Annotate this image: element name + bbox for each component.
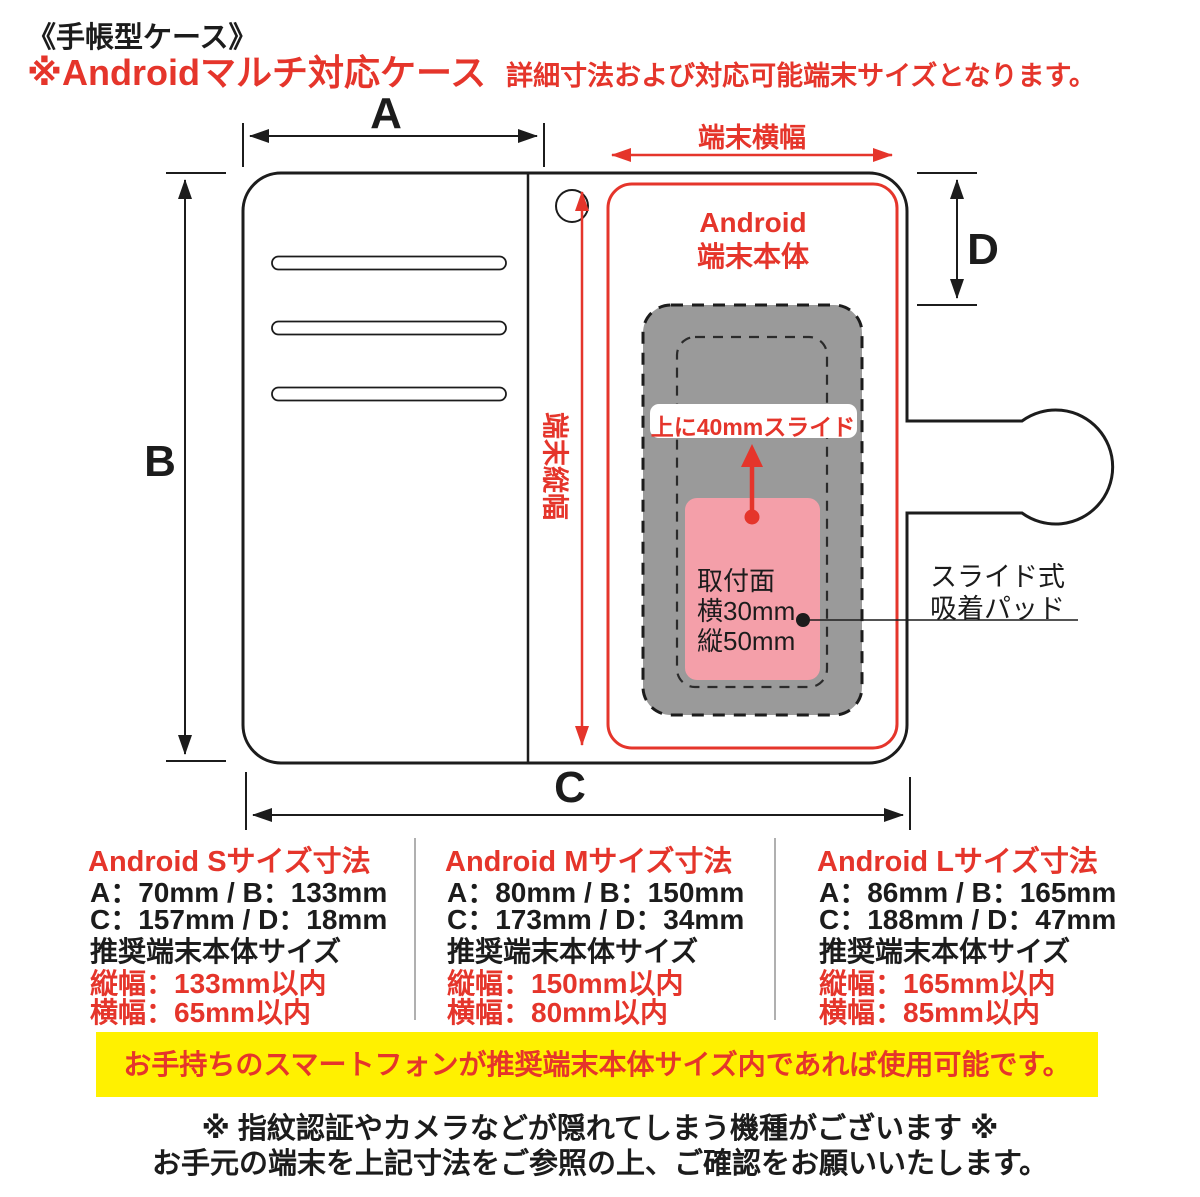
slide-instruction-label: 上に40mmスライド	[650, 414, 856, 440]
device-height-label: 端末縦幅	[539, 412, 570, 520]
dimension-b	[166, 172, 226, 762]
compatibility-banner: お手持ちのスマートフォンが推奨端末本体サイズ内であれば使用可能です。	[96, 1032, 1098, 1097]
size-l-dims-ab: A：86mm / B：165mm	[819, 877, 1117, 908]
size-l-heading: Android Lサイズ寸法	[817, 846, 1099, 878]
pad-callout	[796, 613, 1078, 627]
device-body-label: Android 端末本体	[697, 206, 809, 274]
dim-label-a: A	[370, 89, 402, 138]
header-row: ※Androidマルチ対応ケース 詳細寸法および対応可能端末サイズとなります。	[27, 44, 1096, 96]
size-s-height-limit: 縦幅：133mm以内	[90, 968, 327, 999]
slide-pad-line2: 吸着パッド	[930, 594, 1065, 624]
dim-label-c: C	[554, 763, 586, 812]
mount-pad	[685, 498, 820, 680]
size-m-dims-cd: C：173mm / D：34mm	[447, 904, 745, 935]
dim-label-b: B	[144, 437, 176, 486]
dimension-d	[917, 172, 977, 306]
mount-pad-line1: 取付面	[697, 566, 776, 596]
slide-arrow	[741, 444, 763, 525]
card-slot	[271, 386, 507, 402]
dimension-a	[242, 123, 545, 167]
size-m-dims-ab: A：80mm / B：150mm	[447, 877, 745, 908]
size-s-width-limit: 横幅：65mm以内	[90, 997, 311, 1028]
size-m-heading: Android Mサイズ寸法	[445, 846, 733, 878]
size-m-height-limit: 縦幅：150mm以内	[447, 968, 684, 999]
slide-pad-line1: スライド式	[930, 562, 1065, 592]
page-title: ※Androidマルチ対応ケース	[27, 52, 487, 93]
note-line-1: ※ 指紋認証やカメラなどが隠れてしまう機種がございます ※	[201, 1113, 999, 1145]
card-slot	[271, 320, 507, 336]
device-width-label: 端末横幅	[698, 123, 806, 153]
dim-label-d: D	[967, 225, 999, 274]
dimension-c	[245, 772, 911, 830]
size-m-width-limit: 横幅：80mm以内	[447, 997, 668, 1028]
card-slot	[271, 255, 507, 271]
case-type-title: 《手帳型ケース》	[27, 22, 258, 54]
mount-pad-line2: 横30mm	[697, 596, 796, 626]
compatibility-banner-text: お手持ちのスマートフォンが推奨端末本体サイズ内であれば使用可能です。	[123, 1049, 1071, 1080]
size-l-dims-cd: C：188mm / D：47mm	[819, 904, 1117, 935]
slide-pad-inner-area	[675, 335, 829, 689]
size-s-heading: Android Sサイズ寸法	[88, 846, 371, 878]
size-s-dims-ab: A：70mm / B：133mm	[90, 877, 388, 908]
page-subtitle: 詳細寸法および対応可能端末サイズとなります。	[506, 61, 1096, 91]
size-s-dims-cd: C：157mm / D：18mm	[90, 904, 388, 935]
slide-pad-label: スライド式 吸着パッド	[930, 561, 1065, 625]
size-l-height-limit: 縦幅：165mm以内	[819, 968, 1056, 999]
note-line-2: お手元の端末を上記寸法をご参照の上、ご確認をお願いいたします。	[151, 1148, 1049, 1180]
device-body-line1: Android	[699, 207, 807, 238]
size-m-recommend: 推奨端末本体サイズ	[447, 936, 699, 967]
slide-label-bg	[650, 404, 857, 438]
device-body-line2: 端末本体	[696, 241, 810, 272]
mount-pad-label: 取付面 横30mm 縦50mm	[697, 566, 795, 656]
size-s-recommend: 推奨端末本体サイズ	[90, 936, 342, 967]
device-outline	[606, 182, 899, 750]
size-l-width-limit: 横幅：85mm以内	[819, 997, 1040, 1028]
size-l-recommend: 推奨端末本体サイズ	[819, 936, 1071, 967]
mount-pad-line3: 縦50mm	[697, 626, 796, 656]
